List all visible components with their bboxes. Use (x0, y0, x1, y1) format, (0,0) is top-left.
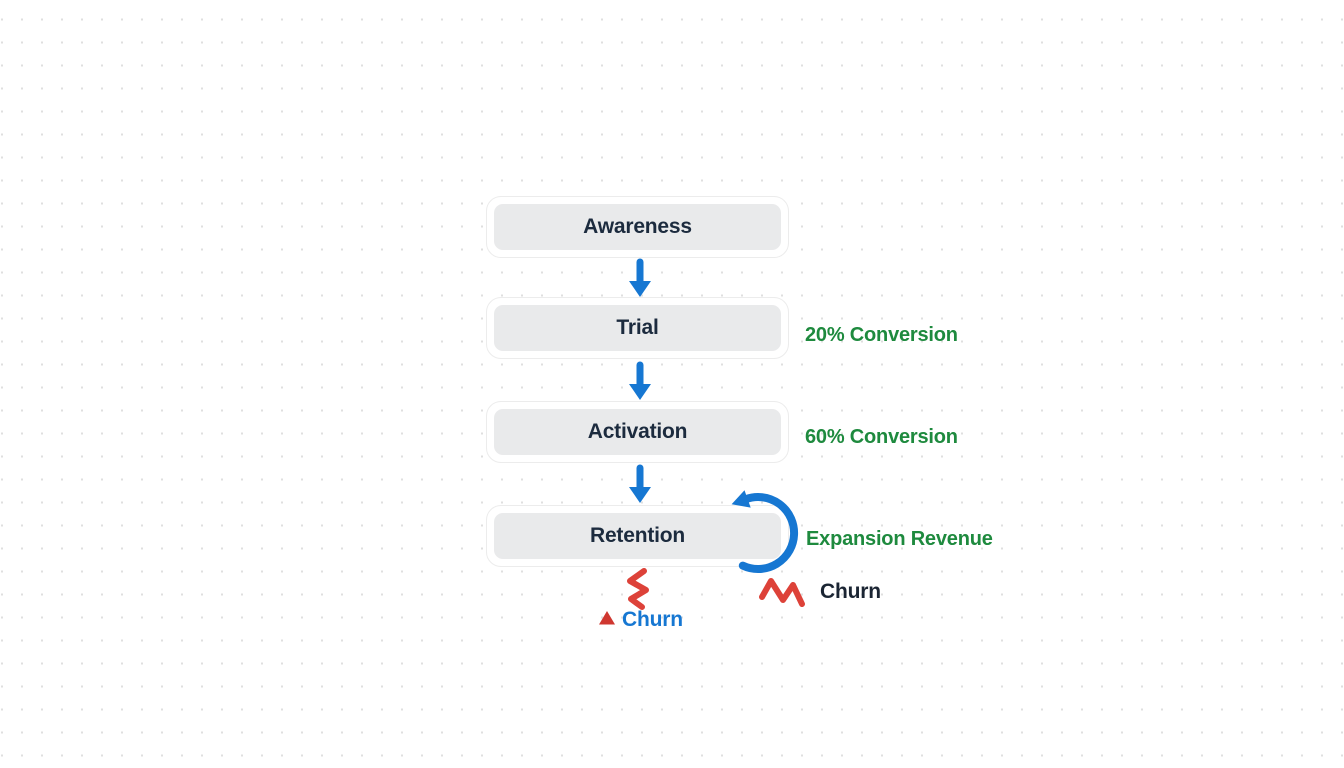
stage-node-inner: Awareness (494, 204, 781, 250)
churn-right-label: Churn (820, 580, 881, 603)
down-arrow-icon (629, 464, 651, 503)
stage-label-retention: Retention (589, 524, 686, 547)
stage-label-activation: Activation (587, 420, 688, 443)
annotation-activation-conversion: 60% Conversion (805, 426, 958, 448)
down-arrow-icon (629, 361, 651, 400)
churn-zigzag-horizontal-icon (759, 578, 805, 607)
churn-triangle-icon (599, 611, 615, 625)
down-arrow-icon (629, 258, 651, 297)
stage-label-awareness: Awareness (583, 215, 692, 238)
stage-node-inner: Retention (494, 513, 781, 559)
stage-node-retention[interactable]: Retention (486, 505, 789, 567)
annotation-expansion-revenue: Expansion Revenue (806, 528, 993, 550)
stage-label-trial: Trial (616, 316, 659, 339)
stage-node-awareness[interactable]: Awareness (486, 196, 789, 258)
stage-node-trial[interactable]: Trial (486, 297, 789, 359)
stage-node-activation[interactable]: Activation (486, 401, 789, 463)
churn-zigzag-vertical-icon (627, 568, 649, 610)
stage-node-inner: Activation (494, 409, 781, 455)
stage-node-inner: Trial (494, 305, 781, 351)
annotation-trial-conversion: 20% Conversion (805, 324, 958, 346)
churn-bottom-label: Churn (622, 608, 683, 631)
